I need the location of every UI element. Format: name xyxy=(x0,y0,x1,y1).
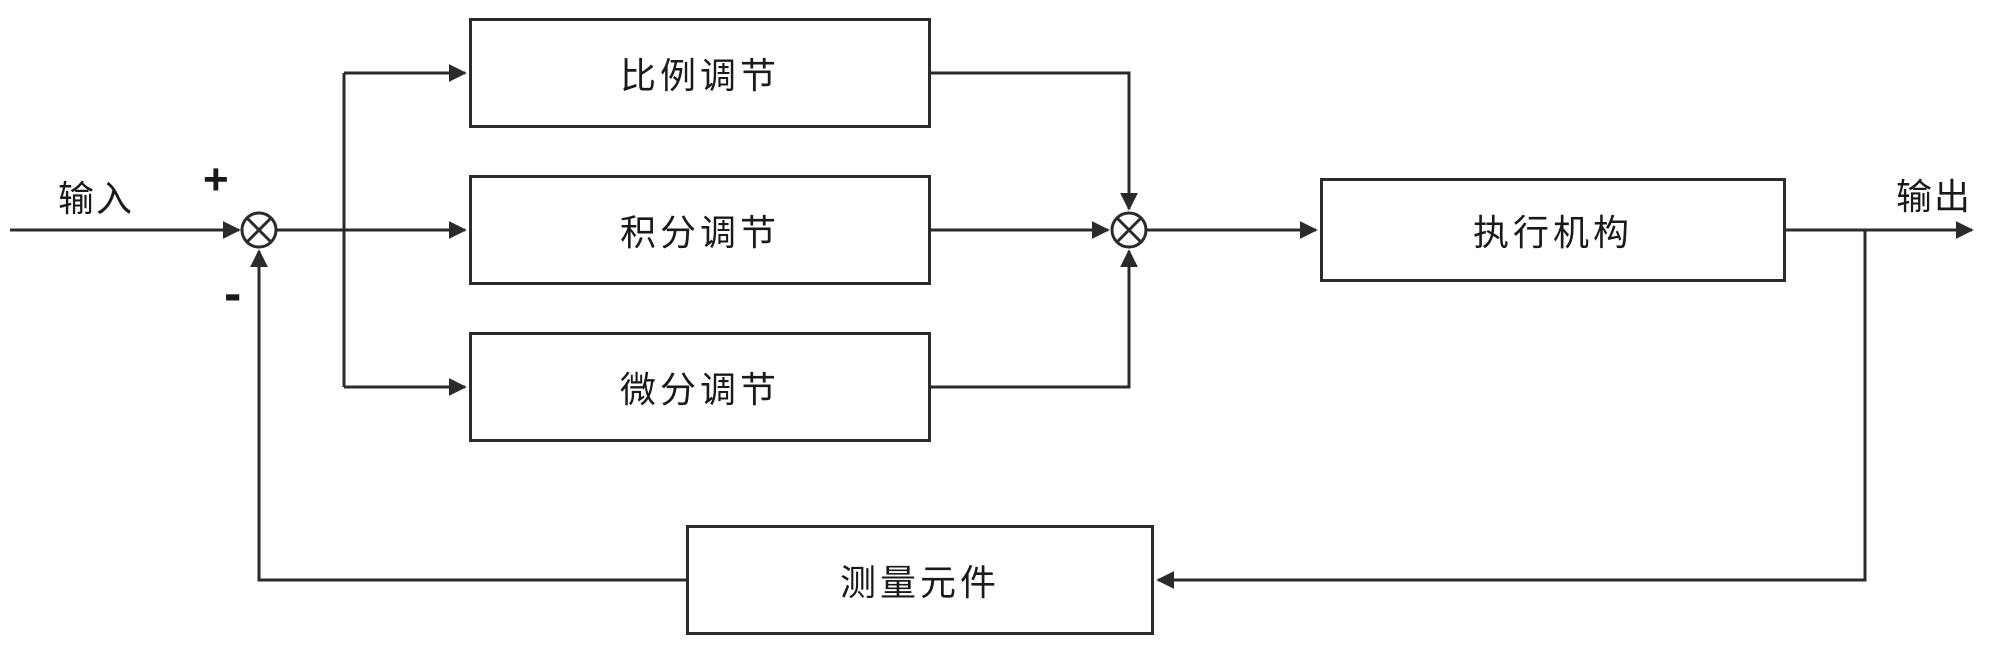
block-proportional-label: 比例调节 xyxy=(619,55,780,96)
block-integral: 积分调节 xyxy=(469,175,931,285)
feedback-return-wire xyxy=(250,249,686,582)
derivative-out-wire xyxy=(931,249,1138,389)
input-label: 输入 xyxy=(58,178,135,219)
block-actuator-label: 执行机构 xyxy=(1472,212,1633,253)
proportional-out-wire xyxy=(931,71,1138,211)
block-derivative-label: 微分调节 xyxy=(619,369,780,410)
block-integral-label: 积分调节 xyxy=(619,212,780,253)
block-sensor: 测量元件 xyxy=(686,525,1154,635)
feedback-down-wire xyxy=(1156,230,1867,589)
block-proportional: 比例调节 xyxy=(469,18,931,128)
block-actuator: 执行机构 xyxy=(1320,178,1786,282)
block-sensor-label: 测量元件 xyxy=(839,562,1000,603)
output-label: 输出 xyxy=(1896,176,1973,217)
summing-junction-1-icon xyxy=(240,211,278,249)
plus-sign: + xyxy=(203,155,229,204)
block-derivative: 微分调节 xyxy=(469,332,931,442)
summing-junction-2-icon xyxy=(1110,211,1148,249)
minus-sign: - xyxy=(224,265,242,323)
